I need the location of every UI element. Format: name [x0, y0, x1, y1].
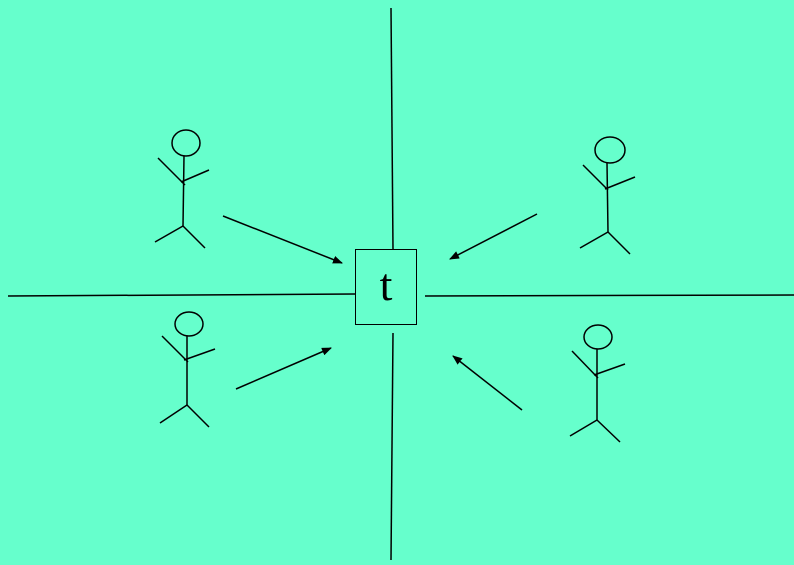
horizontal-axis-left: [8, 294, 355, 296]
stick-figure-bottom-left: [160, 312, 215, 427]
vertical-axis-top: [391, 8, 393, 249]
stick-figure-top-left: [155, 130, 209, 248]
horizontal-axis-right: [425, 295, 794, 296]
vertical-axis-bottom: [391, 333, 393, 560]
stick-figure-bottom-right: [570, 325, 625, 442]
arrow-bottom-left: [236, 348, 331, 389]
arrow-top-right: [450, 214, 537, 259]
center-label: t: [380, 262, 393, 308]
arrow-bottom-right: [453, 356, 522, 410]
center-box: t: [355, 249, 417, 325]
arrow-top-left: [223, 216, 342, 263]
stick-figure-top-right: [580, 137, 635, 254]
